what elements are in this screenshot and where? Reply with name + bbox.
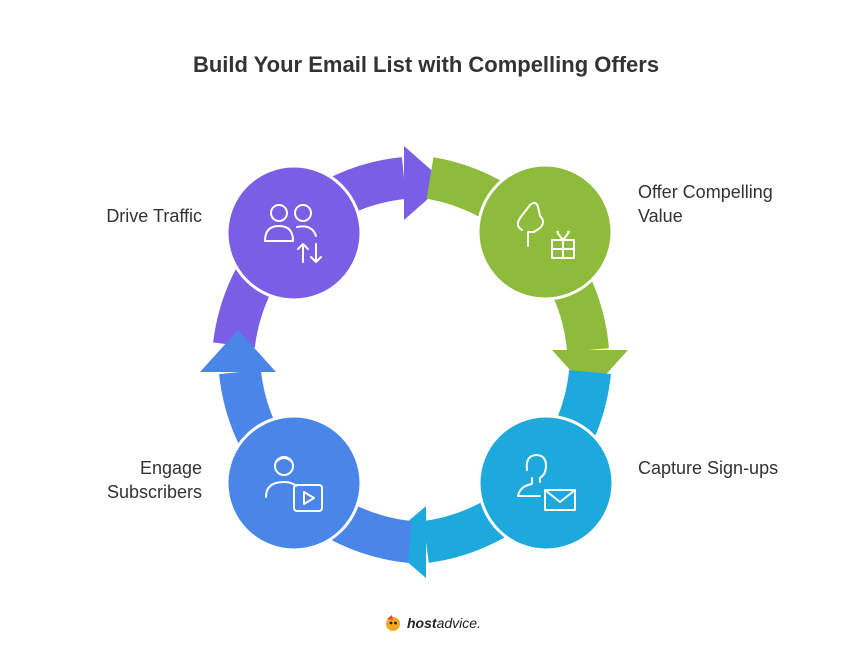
logo-text: hostadvice.	[407, 615, 481, 631]
logo-text-rest: advice.	[436, 615, 481, 631]
user-play-icon	[265, 456, 323, 512]
step-drive-traffic	[225, 164, 363, 302]
logo-mascot-icon	[386, 615, 400, 631]
label-capture-signups: Capture Sign-ups	[638, 458, 779, 478]
step-offer-value	[476, 163, 614, 301]
label-engage-line-1: Engage	[139, 458, 202, 478]
users-traffic-icon	[264, 204, 322, 263]
label-offer-line-2: Value	[638, 206, 683, 226]
step-engage-subscribers	[225, 414, 363, 552]
label-offer-value: Offer Compelling Value	[638, 180, 773, 228]
label-drive-traffic: Drive Traffic	[106, 206, 202, 226]
arrow-head-left	[200, 330, 276, 372]
hand-gift-icon	[516, 201, 575, 259]
arrow-head-top	[404, 146, 446, 220]
hostadvice-logo: hostadvice.	[383, 612, 481, 634]
label-engage-subscribers: Engage Subscribers	[107, 456, 202, 504]
user-mail-icon	[517, 454, 576, 511]
logo-text-bold: host	[407, 615, 437, 631]
page-title: Build Your Email List with Compelling Of…	[192, 52, 660, 77]
label-offer-line-1: Offer Compelling	[638, 182, 773, 202]
step-capture-signups	[477, 414, 615, 552]
arrow-head-right	[552, 350, 628, 392]
label-engage-line-2: Subscribers	[106, 482, 202, 502]
